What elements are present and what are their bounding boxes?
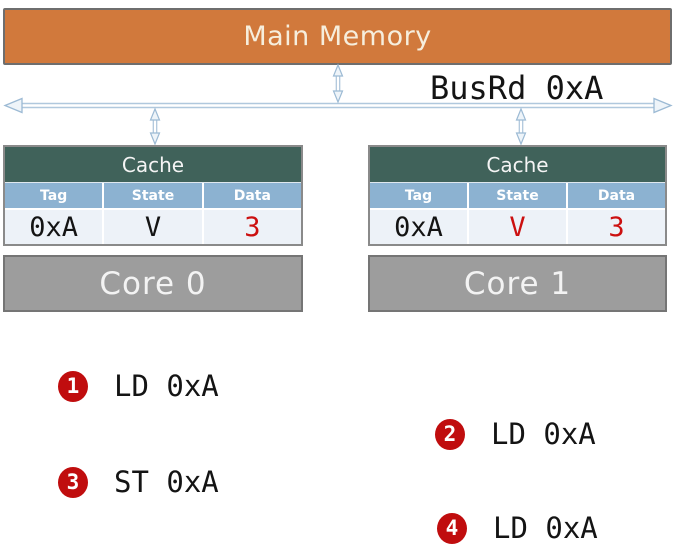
cache1-col-tag: Tag: [370, 183, 467, 208]
cache0-block: Cache Tag State Data 0xA V 3: [3, 145, 303, 246]
core1-label: Core 1: [463, 265, 572, 302]
cache0-col-tag: Tag: [5, 183, 103, 208]
cache1-data-value: 3: [568, 210, 665, 244]
operation-row-4: 4 LD 0xA: [437, 511, 598, 545]
bus-transaction-label: BusRd 0xA: [430, 69, 604, 107]
operation-4-label: LD 0xA: [493, 511, 598, 545]
core1-box: Core 1: [368, 255, 667, 312]
operation-2-label: LD 0xA: [491, 417, 596, 451]
operation-3-badge: 3: [58, 466, 88, 498]
cache1-title: Cache: [370, 147, 665, 183]
operation-row-2: 2 LD 0xA: [435, 417, 596, 451]
cache0-column-headers: Tag State Data: [5, 183, 301, 210]
cache1-state-value: V: [469, 210, 566, 244]
cache1-tag-value: 0xA: [370, 210, 467, 244]
operation-2-badge: 2: [435, 418, 465, 450]
operation-4-badge: 4: [437, 512, 467, 544]
cache1-block: Cache Tag State Data 0xA V 3: [368, 145, 667, 246]
core0-label: Core 0: [99, 265, 207, 302]
cache0-col-data: Data: [203, 183, 301, 208]
operation-row-3: 3 ST 0xA: [58, 465, 219, 499]
cache0-col-state: State: [104, 183, 202, 208]
memory-bus-arrow-icon: [332, 63, 344, 104]
cache0-data-value: 3: [203, 210, 301, 244]
cache1-value-row: 0xA V 3: [370, 210, 665, 244]
cache1-col-data: Data: [568, 183, 665, 208]
cache1-col-state: State: [469, 183, 566, 208]
operation-3-label: ST 0xA: [114, 465, 219, 499]
cache0-title: Cache: [5, 147, 301, 183]
cache0-value-row: 0xA V 3: [5, 210, 301, 244]
bus-cache0-arrow-icon: [149, 107, 161, 146]
core0-box: Core 0: [3, 255, 303, 312]
operation-1-badge: 1: [58, 370, 88, 402]
cache0-tag-value: 0xA: [5, 210, 103, 244]
main-memory-label: Main Memory: [243, 21, 432, 52]
main-memory-box: Main Memory: [3, 8, 672, 65]
operation-row-1: 1 LD 0xA: [58, 369, 219, 403]
cache1-column-headers: Tag State Data: [370, 183, 665, 210]
cache0-state-value: V: [104, 210, 202, 244]
bus-cache1-arrow-icon: [515, 107, 527, 146]
operation-1-label: LD 0xA: [114, 369, 219, 403]
